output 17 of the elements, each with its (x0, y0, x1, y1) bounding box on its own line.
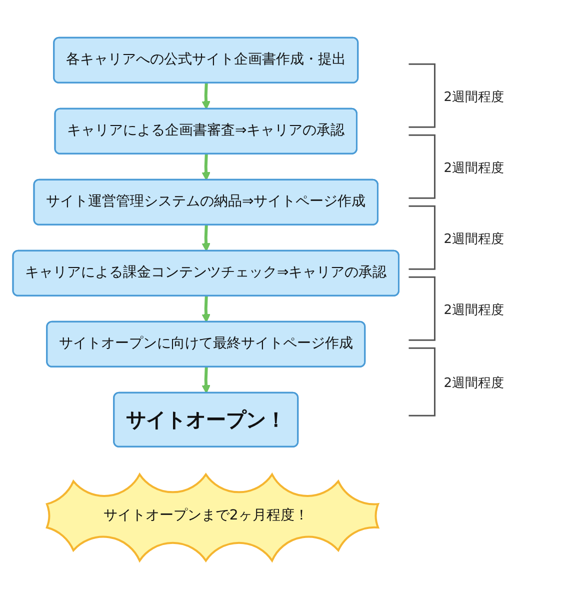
process-box: サイト運営管理システムの納品⇒サイトページ作成 (33, 178, 378, 226)
arrow (202, 367, 210, 394)
burst-shape: サイトオープンまで2ヶ月程度！ (46, 473, 380, 562)
arrow (202, 154, 210, 181)
process-box: キャリアによる課金コンテンツチェック⇒キャリアの承認 (12, 250, 400, 296)
duration-label: 2週間程度 (444, 302, 504, 319)
process-box: キャリアによる企画書審査⇒キャリアの承認 (54, 108, 358, 154)
process-box: 各キャリアへの公式サイト企画書作成・提出 (53, 36, 359, 84)
arrow (202, 225, 210, 252)
duration-label: 2週間程度 (444, 160, 504, 177)
duration-label: 2週間程度 (444, 88, 504, 106)
duration-label: 2週間程度 (444, 230, 504, 248)
process-box: サイトオープン！ (113, 392, 299, 448)
arrow (202, 83, 210, 110)
process-box: サイトオープンに向けて最終サイトページ作成 (46, 320, 366, 368)
arrow (202, 296, 210, 323)
duration-label: 2週間程度 (444, 374, 504, 392)
